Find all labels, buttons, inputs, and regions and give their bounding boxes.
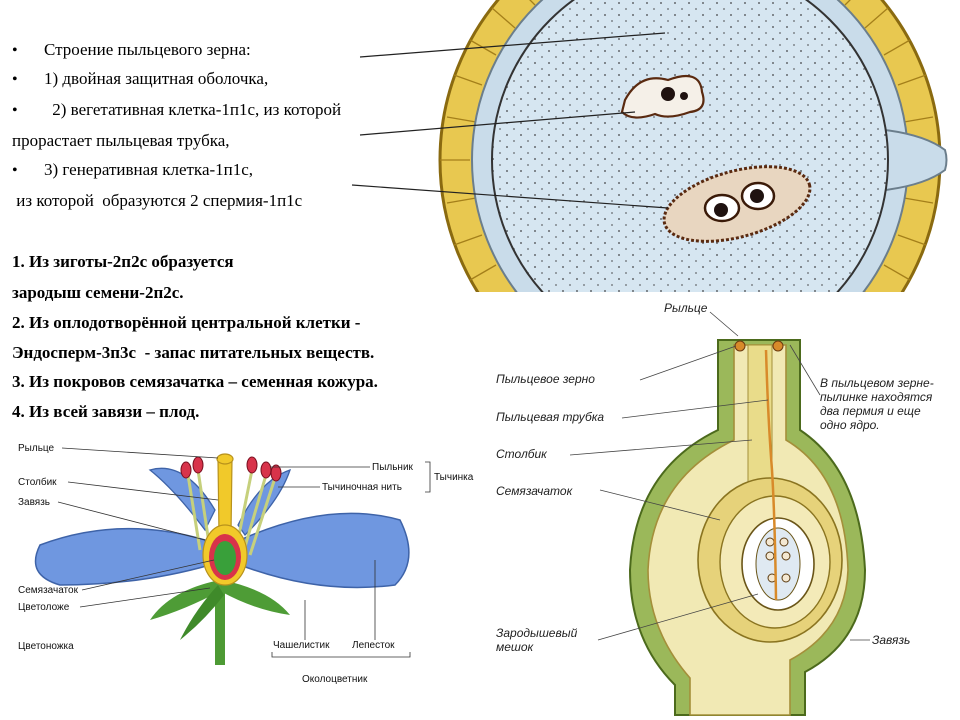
text-line-6: из которой образуются 2 спермия-1п1с <box>12 191 303 210</box>
sepal-right <box>222 580 290 615</box>
bullet: • <box>12 162 18 179</box>
bold-line-1: 1. Из зиготы-2п2с образуется <box>12 252 234 271</box>
label-ovary: Завязь <box>18 497 51 508</box>
label-receptacle: Цветоложе <box>18 602 70 613</box>
exine-stripes <box>440 0 940 292</box>
pollen-note: В пыльцевом зерне-пылинке находятся два … <box>820 376 934 432</box>
label-filament: Тычиночная нить <box>322 482 402 493</box>
stigma <box>216 453 234 465</box>
bullet: • <box>12 102 18 119</box>
label-ovule: Семязачаток <box>18 585 78 596</box>
sepal-left <box>150 580 222 620</box>
bullet: • <box>12 71 18 88</box>
label-petal: Лепесток <box>352 640 395 651</box>
label-stigma: Рыльце <box>18 443 55 454</box>
text-line-1: Строение пыльцевого зерна: <box>44 40 251 59</box>
ovule-shape <box>214 541 236 575</box>
text-line-3: 2) вегетативная клетка-1п1с, из которой <box>48 100 342 119</box>
label-sepal: Чашелистик <box>273 640 330 651</box>
label-style: Столбик <box>18 477 57 488</box>
label-stigma: Рыльце <box>664 301 708 315</box>
label-embryo-sac: Зародышевый мешок <box>496 626 578 654</box>
anthers <box>180 456 282 482</box>
pedicel <box>215 585 225 665</box>
bullet: • <box>12 42 18 59</box>
bold-line-4: Эндосперм-3п3с - запас питательных вещес… <box>12 343 375 362</box>
petal-right <box>239 512 410 589</box>
label-ovary: Завязь <box>872 633 911 647</box>
label-style: Столбик <box>496 447 547 461</box>
label-ovule: Семязачаток <box>496 484 573 498</box>
text-line-2: 1) двойная защитная оболочка, <box>44 69 269 88</box>
label-pollen-grain: Пыльцевое зерно <box>496 372 595 386</box>
label-anther: Пыльник <box>372 462 413 473</box>
label-perianth: Околоцветник <box>302 674 368 685</box>
petal-back-right <box>237 468 292 537</box>
pollen-tube-line <box>764 349 778 601</box>
bold-line-5: 3. Из покровов семязачатка – семенная ко… <box>12 372 378 391</box>
label-stamen: Тычинка <box>434 472 474 483</box>
text-line-5: 3) генеративная клетка-1п1с, <box>44 160 254 179</box>
germ-pore <box>884 128 948 192</box>
bold-line-3: 2. Из оплодотворённой центральной клетки… <box>12 313 361 332</box>
bold-line-6: 4. Из всей завязи – плод. <box>12 402 200 421</box>
bold-line-2: зародыш семени-2п2с. <box>12 283 184 302</box>
label-pedicel: Цветоножка <box>18 641 74 652</box>
text-line-4: прорастает пыльцевая трубка, <box>12 131 230 150</box>
label-pollen-tube: Пыльцевая трубка <box>496 410 605 424</box>
